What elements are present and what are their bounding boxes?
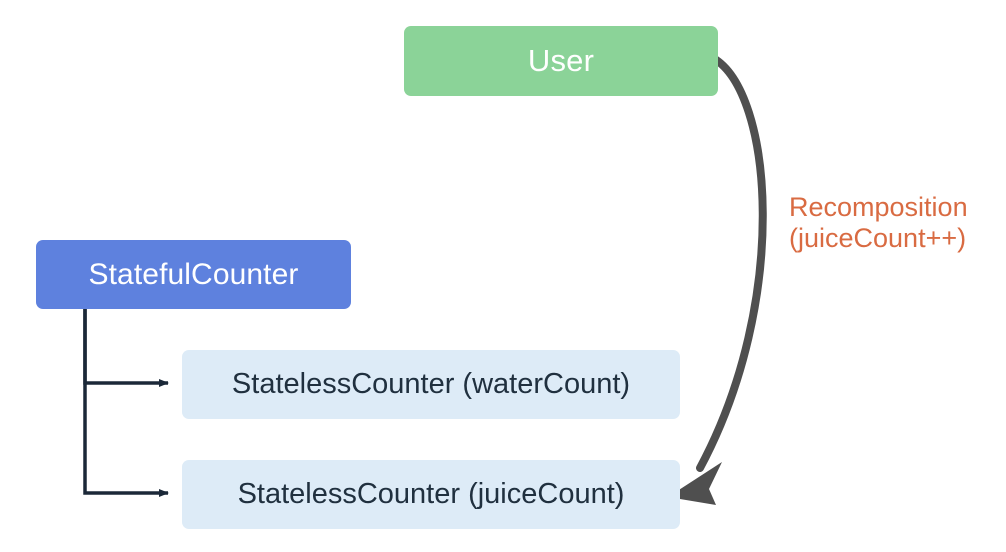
- node-stateless-counter-water[interactable]: StatelessCounter (waterCount): [182, 350, 680, 419]
- edge-stateful-to-water: [83, 309, 169, 387]
- edge-user-recomposition-curve: [696, 54, 767, 472]
- recomposition-annotation: Recomposition (juiceCount++): [789, 192, 968, 254]
- node-stateless-counter-juice-label: StatelessCounter (juiceCount): [237, 478, 625, 510]
- node-user-label: User: [527, 43, 595, 78]
- node-stateful-counter-label: StatefulCounter: [88, 257, 299, 291]
- node-stateless-counter-juice[interactable]: StatelessCounter (juiceCount): [182, 460, 680, 529]
- recomposition-annotation-line-2: (juiceCount++): [789, 223, 967, 253]
- node-stateful-counter[interactable]: StatefulCounter: [36, 240, 351, 309]
- edge-stateful-to-juice: [83, 309, 169, 497]
- node-stateless-counter-water-label: StatelessCounter (waterCount): [231, 368, 631, 400]
- node-user[interactable]: User: [404, 26, 718, 96]
- recomposition-annotation-line-1: Recomposition: [789, 192, 968, 222]
